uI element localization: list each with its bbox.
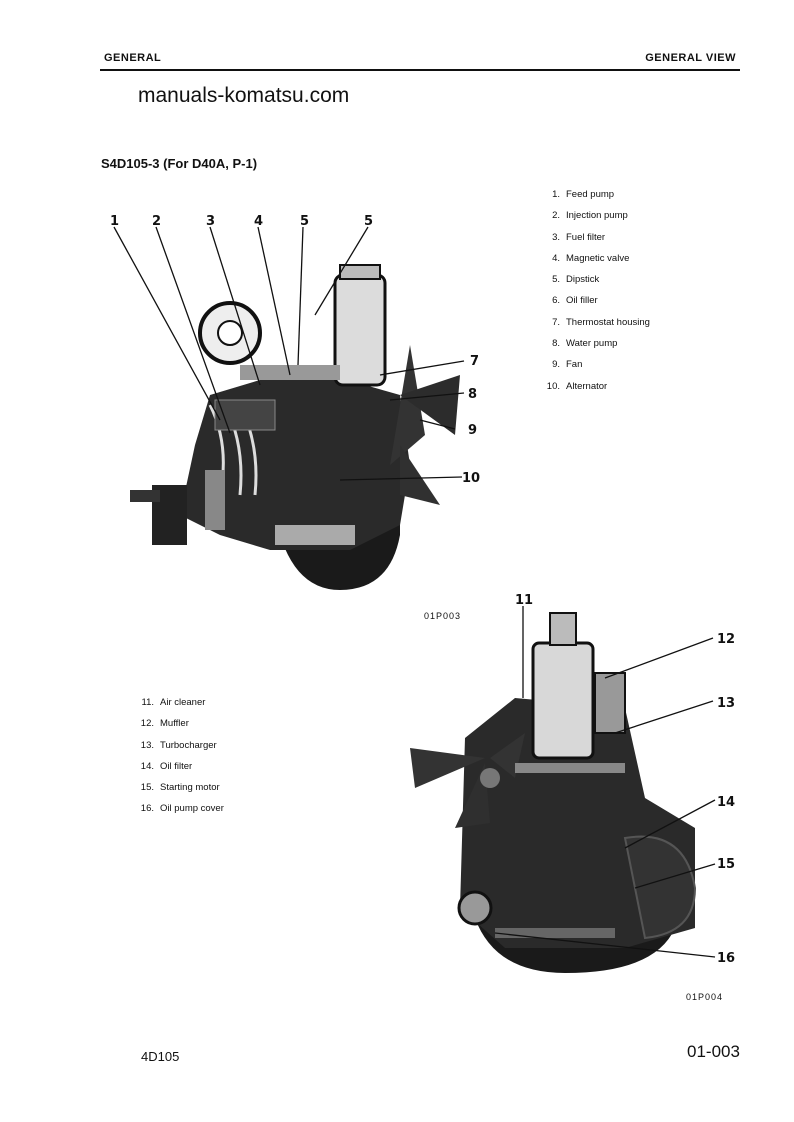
parts-legend-1: 1.Feed pump 2.Injection pump 3.Fuel filt… (540, 189, 650, 402)
figure-code-1: 01P003 (424, 611, 462, 621)
callout-10: 10 (462, 471, 480, 486)
legend-item: 4.Magnetic valve (552, 252, 630, 264)
legend-item: 3.Fuel filter (552, 231, 606, 243)
legend-item: 8.Water pump (552, 338, 618, 350)
legend-item: 12.Muffler (140, 718, 189, 730)
callout-15: 15 (717, 857, 735, 872)
parts-legend-2: 11.Air cleaner 12.Muffler 13.Turbocharge… (134, 697, 224, 825)
callout-7: 7 (470, 354, 479, 369)
watermark-text: manuals-komatsu.com (138, 84, 350, 107)
engine-photo-rear: 11 12 13 14 15 16 (410, 593, 735, 973)
legend-item: 11.Air cleaner (141, 697, 206, 708)
callout-13: 13 (717, 696, 735, 711)
legend-item: 16.Oil pump cover (140, 803, 224, 815)
footer-page-number: 01-003 (687, 1042, 740, 1061)
legend-item: 14.Oil filter (140, 760, 193, 772)
engine-photo-front: 1 2 3 4 5 5 7 8 9 10 (110, 214, 480, 590)
footer-model: 4D105 (141, 1049, 180, 1064)
callout-1: 1 (110, 214, 119, 229)
header-rule (100, 69, 740, 71)
callout-14: 14 (717, 795, 735, 810)
callout-11: 11 (515, 593, 533, 608)
legend-item: 10.Alternator (546, 380, 608, 392)
legend-item: 1.Feed pump (552, 189, 615, 200)
engine-illustration-1 (130, 264, 460, 590)
legend-item: 6.Oil filler (552, 295, 598, 307)
figure-code-2: 01P004 (686, 992, 724, 1002)
legend-item: 13.Turbocharger (140, 739, 217, 751)
callout-9: 9 (468, 423, 477, 438)
callout-12: 12 (717, 632, 735, 647)
callout-8: 8 (468, 387, 477, 402)
callout-16: 16 (717, 951, 735, 966)
callout-5: 5 (300, 214, 309, 229)
callout-2: 2 (152, 214, 161, 229)
legend-item: 7.Thermostat housing (552, 316, 650, 328)
legend-item: 5.Dipstick (552, 274, 600, 286)
callout-3: 3 (206, 214, 215, 229)
legend-item: 9.Fan (552, 359, 583, 371)
callout-4: 4 (254, 214, 263, 229)
header-page-title: GENERAL VIEW (645, 52, 736, 64)
engine-model-heading: S4D105-3 (For D40A, P-1) (101, 156, 258, 171)
header-section-title: GENERAL (104, 52, 162, 64)
legend-item: 2.Injection pump (552, 210, 628, 222)
engine-illustration-2 (410, 612, 697, 973)
legend-item: 15.Starting motor (140, 782, 220, 794)
callout-5b: 5 (364, 214, 373, 229)
